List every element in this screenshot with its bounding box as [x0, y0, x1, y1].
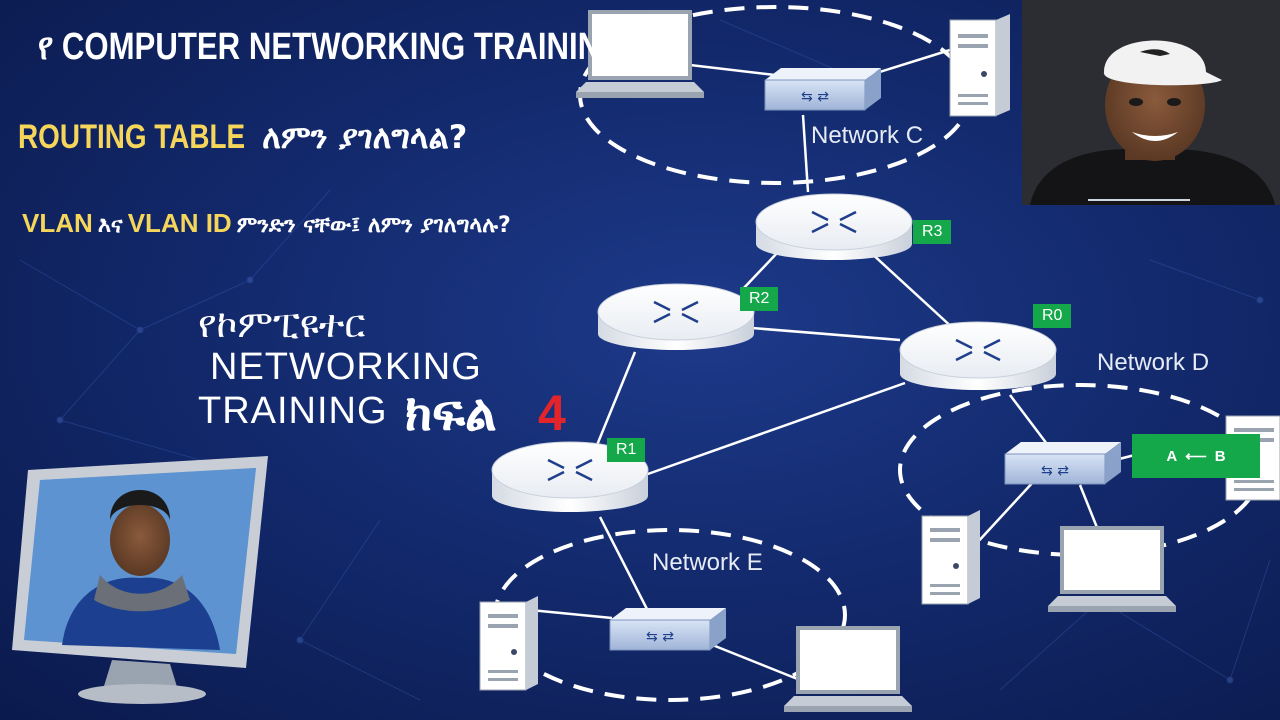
- series-part-label: ክፍል: [405, 384, 497, 442]
- headline-line2: ROUTING TABLE ለምን ያገለግላል?: [18, 118, 467, 157]
- switch-network-e: ⇆ ⇄: [609, 608, 726, 651]
- network-e-label: Network E: [652, 549, 763, 576]
- series-title-networking: NETWORKING: [210, 346, 482, 388]
- svg-text:⇆ ⇄: ⇆ ⇄: [1041, 463, 1069, 479]
- switch-network-d: ⇆ ⇄: [1004, 442, 1121, 485]
- vlan-label: VLAN: [22, 208, 93, 238]
- switch-network-c: ⇆ ⇄: [764, 68, 881, 111]
- router-tag-r3: R3: [913, 220, 952, 244]
- router-tag-r0: R0: [1033, 304, 1072, 328]
- vlan-id-label: VLAN ID: [127, 208, 232, 238]
- server-network-d: [921, 510, 980, 605]
- series-title-amharic: የኮምፒዩተር: [198, 302, 366, 346]
- routing-table-label: ROUTING TABLE: [18, 118, 246, 156]
- laptop-network-e: [784, 626, 912, 712]
- svg-text:⇆ ⇄: ⇆ ⇄: [646, 629, 674, 645]
- router-r0: [899, 321, 1057, 390]
- series-title-training: TRAINING: [198, 390, 388, 432]
- monitor-with-instructor: [12, 456, 268, 704]
- left-arrow-icon: ⟵: [1185, 448, 1207, 465]
- router-r1: [491, 441, 649, 512]
- series-part-number: 4: [538, 385, 566, 441]
- router-tag-r1: R1: [607, 438, 646, 462]
- network-c-label: Network C: [811, 122, 924, 149]
- frame-b-label: B: [1214, 447, 1226, 465]
- network-links: [529, 48, 1136, 682]
- router-r3: [755, 193, 913, 260]
- frame-a-to-b: A ⟵ B: [1132, 434, 1260, 478]
- router-tag-r2: R2: [740, 287, 779, 311]
- laptop-network-d: [1048, 526, 1176, 612]
- laptop-network-c: [576, 10, 704, 98]
- vlan-question: ምንድን ናቸው፤ ለምን ያገለግላሉ?: [236, 213, 511, 238]
- router-r2: [597, 283, 755, 350]
- network-d-label: Network D: [1097, 349, 1210, 376]
- svg-text:⇆ ⇄: ⇆ ⇄: [801, 89, 829, 105]
- routing-table-question: ለምን ያገለግላል?: [262, 118, 468, 156]
- server-network-e: [479, 596, 538, 691]
- headline-line1: የ COMPUTER NETWORKING TRAINING: [38, 26, 625, 68]
- vlan-and: እና: [97, 213, 123, 238]
- headline-line3: VLAN እና VLAN ID ምንድን ናቸው፤ ለምን ያገለግላሉ?: [22, 208, 511, 239]
- frame-a-label: A: [1166, 447, 1178, 465]
- server-network-c: [949, 14, 1010, 117]
- presenter-photo: [1022, 0, 1280, 205]
